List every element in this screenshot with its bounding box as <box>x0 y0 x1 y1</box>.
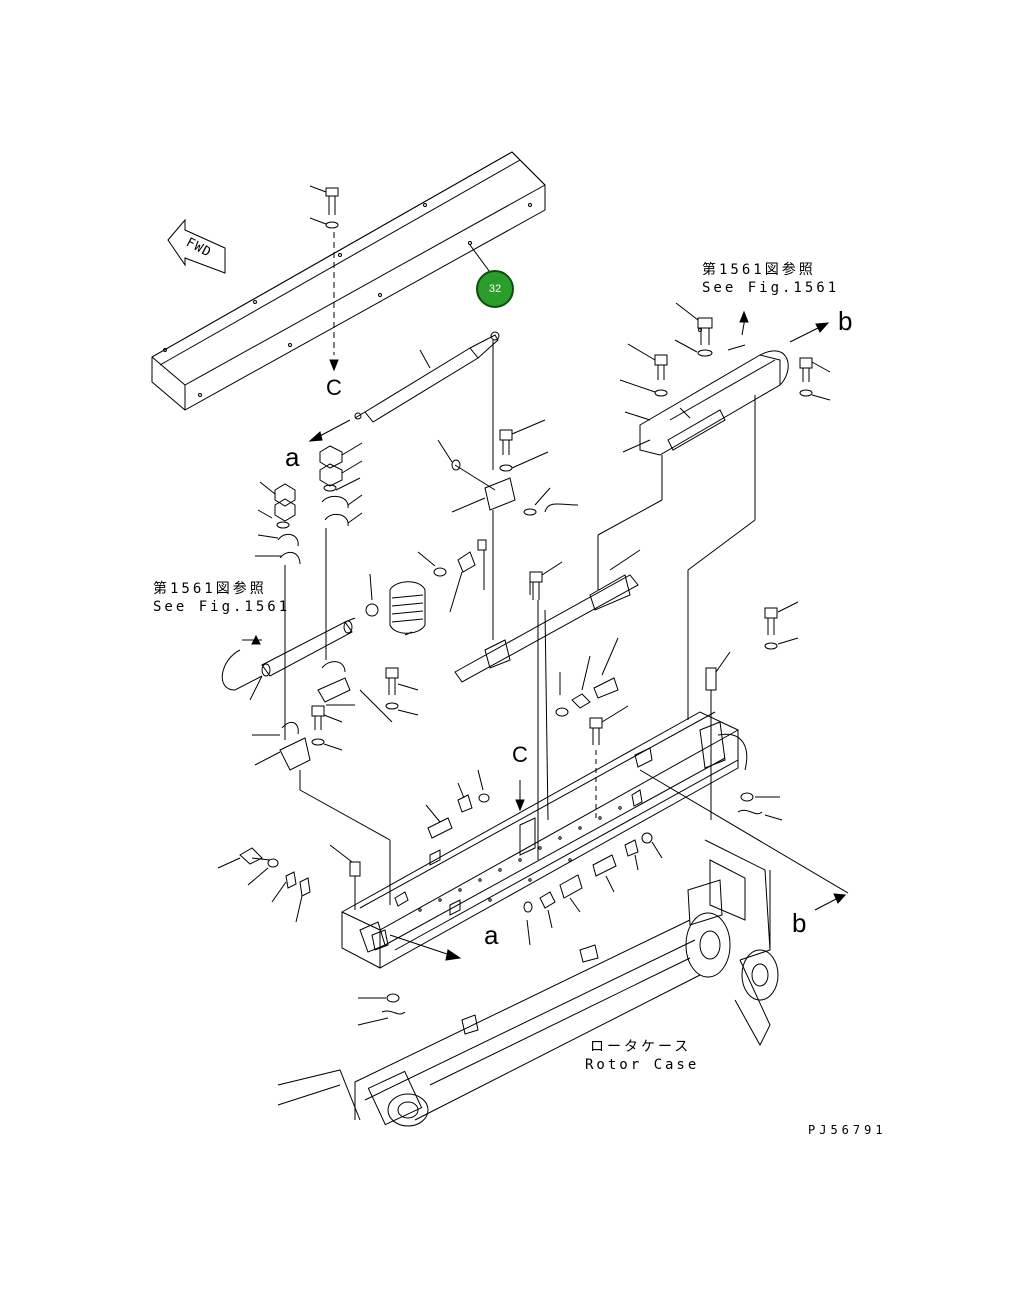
arrow-b-upper <box>790 323 828 342</box>
reference-jp-top-right: 第1561図参照 <box>702 262 816 278</box>
connector-b-lower: b <box>792 908 807 938</box>
connector-c-upper: C <box>326 375 342 400</box>
left-tube <box>222 618 355 700</box>
callout-badge[interactable]: 32 <box>476 270 514 308</box>
hinge-assembly-right <box>640 329 788 456</box>
rotor-case-label-en: Rotor Case <box>585 1057 700 1073</box>
right-bolts <box>620 303 830 452</box>
arrow-b-lower <box>640 770 848 910</box>
bolt-with-washer-top <box>310 186 338 370</box>
lower-left-clips <box>252 662 418 905</box>
top-cover-beam <box>152 152 545 410</box>
main-frame <box>342 712 738 968</box>
spring-parts <box>366 552 475 635</box>
reference-en-top-right: See Fig.1561 <box>702 280 840 296</box>
connector-a-upper: a <box>285 442 300 472</box>
arrow-a-lower <box>390 935 460 960</box>
lock-mechanism <box>438 340 578 640</box>
arrow-a-upper <box>310 420 350 441</box>
gas-spring <box>355 332 499 422</box>
reference-jp-left: 第1561図参照 <box>153 581 267 597</box>
drawing-id: PJ56791 <box>808 1123 887 1137</box>
rotor-case <box>278 840 778 1126</box>
mid-bolts <box>556 602 798 820</box>
arrow-c-lower <box>516 780 524 810</box>
left-clips <box>255 443 362 740</box>
connector-c-lower: C <box>512 742 528 767</box>
frame-bolts <box>218 734 782 1025</box>
rotor-case-label-jp: ロータケース <box>590 1039 692 1055</box>
fwd-arrow-icon <box>168 220 225 273</box>
lock-rod <box>455 550 640 860</box>
reference-en-left: See Fig.1561 <box>153 599 291 615</box>
connector-a-lower: a <box>484 920 499 950</box>
connector-b-upper: b <box>838 306 853 336</box>
